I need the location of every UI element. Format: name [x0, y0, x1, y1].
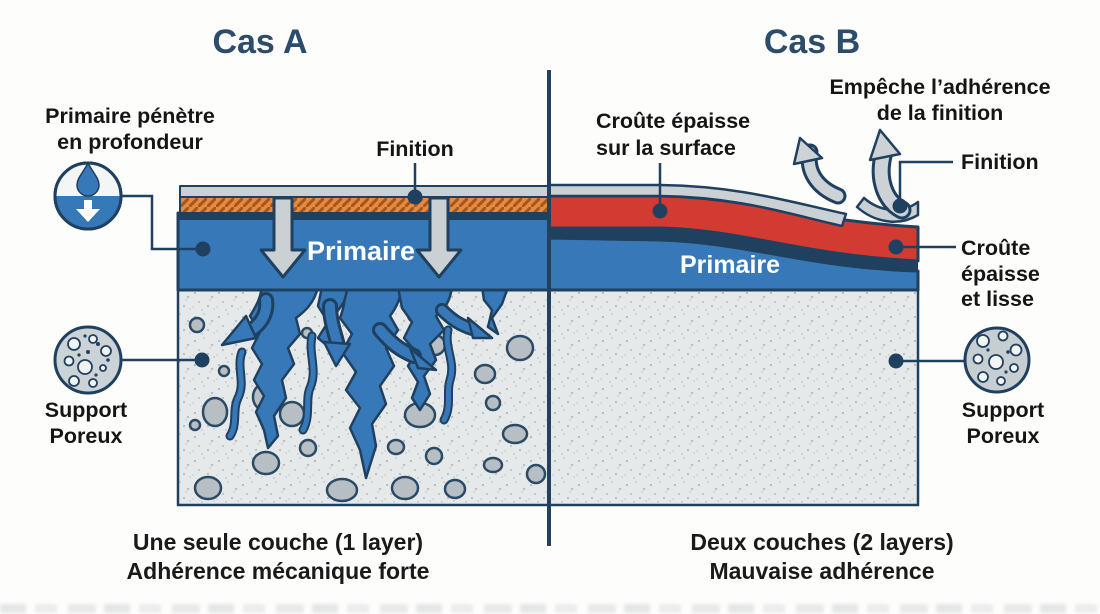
- case-a-title: Cas A: [212, 23, 307, 61]
- case-a-caption-line1: Une seule couche (1 layer): [133, 529, 423, 555]
- support-a-label-line2: Poreux: [50, 424, 123, 448]
- case-b-caption-line1: Deux couches (2 layers): [690, 529, 953, 555]
- support-b-label-line1: Support: [962, 398, 1044, 422]
- prevents-label-line1: Empêche l’adhérence: [829, 75, 1050, 99]
- crust-top-label-line2: sur la surface: [596, 136, 736, 160]
- crust-top-label-line1: Croûte épaisse: [596, 109, 750, 133]
- case-b-caption-line2: Mauvaise adhérence: [709, 558, 934, 584]
- case-a-callouts: Primaire pénètre en profondeur Finition: [45, 104, 454, 448]
- crust-side-label-line1: Croûte: [961, 236, 1030, 260]
- crust-top-dot: [652, 203, 668, 219]
- case-a-caption-line2: Adhérence mécanique forte: [127, 558, 430, 584]
- crust-side-dot: [888, 239, 904, 255]
- support-a-dot: [194, 352, 210, 368]
- topcoat-layer-a: [179, 185, 550, 198]
- finition-b-label: Finition: [961, 150, 1039, 174]
- primaire-a-label: Primaire: [307, 236, 415, 266]
- support-b-dot: [888, 353, 904, 369]
- finition-b-connector: [898, 160, 953, 199]
- support-a-label-line1: Support: [45, 398, 127, 422]
- prevents-label-line2: de la finition: [877, 101, 1004, 125]
- support-b-label-line2: Poreux: [967, 424, 1040, 448]
- porous-structure-icon-left: [53, 325, 123, 395]
- bottom-artifact-strip: [0, 604, 1100, 613]
- primaire-top-edge-a: [178, 212, 549, 220]
- primaire-a-dot: [195, 241, 211, 257]
- porous-structure-icon-right: [963, 326, 1031, 394]
- case-a-diagram: Primaire: [176, 185, 551, 507]
- case-b-diagram: Primaire: [547, 128, 920, 507]
- droplet-penetration-icon: [53, 161, 123, 231]
- droplet-connector-line: [121, 194, 196, 251]
- penetrate-label-line1: Primaire pénètre: [45, 104, 215, 128]
- primaire-b-label: Primaire: [680, 251, 780, 279]
- primaire-layer-a: [176, 211, 551, 292]
- finition-layer-a: [179, 196, 550, 214]
- soak-arrows: [259, 196, 463, 279]
- crust-side-label-line3: et lisse: [961, 287, 1034, 311]
- penetration-arrows: [220, 292, 494, 372]
- peel-off-arrows: [792, 128, 912, 220]
- finition-a-dot: [407, 189, 423, 205]
- primaire-layer-b: [547, 236, 920, 292]
- penetrate-label-line2: en profondeur: [57, 130, 203, 154]
- support-poreux-b: [547, 288, 920, 507]
- case-b-callouts: Croûte épaisse sur la surface Empêche l’…: [596, 75, 1051, 448]
- topcoat-layer-b: [547, 183, 848, 228]
- finition-b-dot: [892, 198, 908, 214]
- finition-a-label: Finition: [376, 137, 454, 161]
- captions: Une seule couche (1 layer) Adhérence méc…: [127, 529, 954, 584]
- primer-tendrils: [220, 285, 510, 480]
- crust-side-label-line2: épaisse: [961, 262, 1040, 286]
- case-b-title: Cas B: [764, 23, 860, 61]
